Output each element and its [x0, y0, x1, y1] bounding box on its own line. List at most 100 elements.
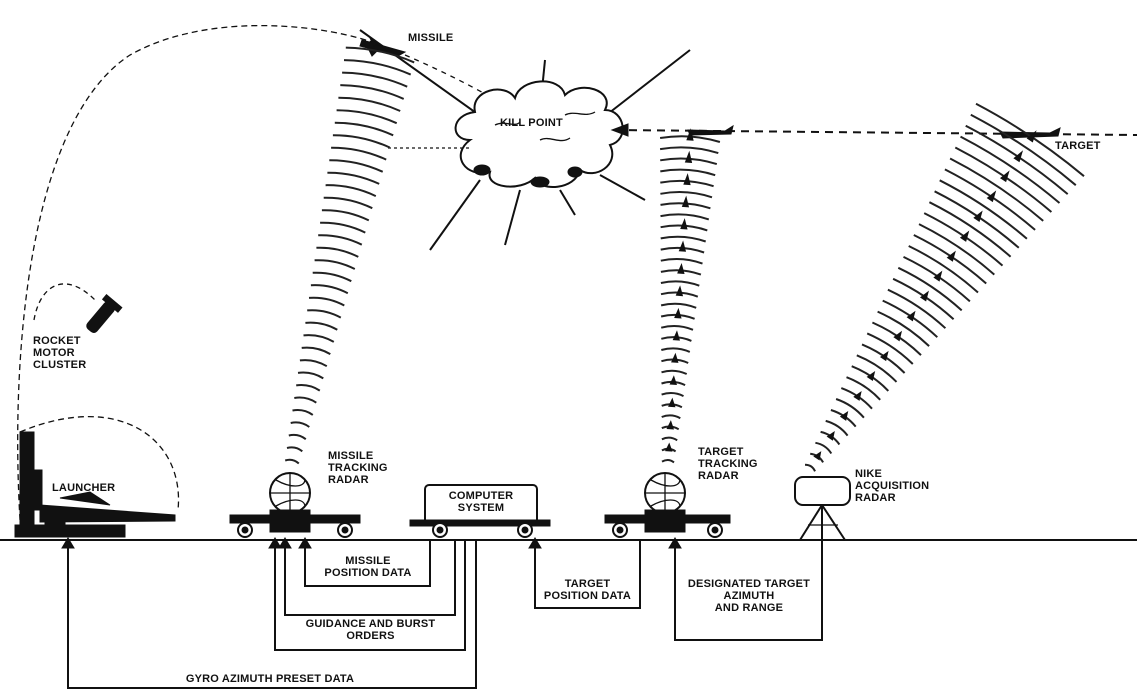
radar-wave-arc — [949, 157, 1044, 222]
radar-wave-arrow — [666, 420, 675, 430]
radar-wave-arrow — [839, 410, 849, 421]
target-path-arrowhead — [610, 123, 629, 137]
label-missile-tracking-radar: MISSILE TRACKING RADAR — [328, 450, 388, 486]
radar-wave-arc — [288, 433, 307, 441]
booster-trajectory — [33, 283, 96, 321]
radar-wave-arc — [318, 234, 363, 246]
radar-wave-arc — [804, 463, 816, 472]
radar-wave-arc — [340, 84, 405, 100]
radar-wave-arrow — [893, 330, 902, 342]
radar-wave-arc — [887, 288, 947, 329]
radar-wave-arrow — [674, 307, 682, 319]
radar-wave-arc — [332, 134, 391, 149]
radar-wave-arc — [660, 325, 694, 331]
label-kill-point: KILL POINT — [500, 117, 563, 129]
radar-wave-arc — [661, 347, 691, 353]
radar-wave-arrow — [681, 195, 690, 208]
radar-wave-arc — [660, 258, 703, 265]
data-line-guidance-burst — [278, 537, 456, 616]
radar-wave-arc — [284, 458, 300, 465]
label-missile: MISSILE — [408, 32, 454, 44]
label-computer-system: COMPUTER SYSTEM — [448, 490, 514, 514]
radar-wave-arc — [825, 419, 849, 437]
radar-wave-arc — [661, 392, 684, 398]
label-rocket-motor-cluster: ROCKET MOTOR CLUSTER — [33, 335, 87, 371]
acquisition-radar-beam — [804, 102, 1085, 472]
radar-wave-arrow — [946, 250, 956, 262]
radar-wave-arrow — [671, 352, 679, 363]
radar-wave-arc — [928, 201, 1012, 258]
radar-wave-arrow — [826, 431, 835, 441]
radar-wave-arc — [866, 332, 914, 365]
radar-wave-arc — [939, 179, 1028, 240]
radar-wave-arc — [960, 135, 1061, 204]
rocket-motor-cluster-icon — [86, 294, 123, 333]
radar-wave-arc — [294, 396, 317, 404]
radar-wave-arc — [308, 296, 345, 307]
radar-wave-arc — [325, 184, 377, 198]
radar-wave-arc — [336, 109, 398, 125]
radar-wave-arc — [329, 159, 384, 173]
radar-wave-arc — [660, 302, 697, 309]
intercept-aircraft-icon — [687, 124, 734, 136]
radar-wave-arrow — [919, 290, 929, 302]
radar-wave-arc — [338, 96, 401, 112]
label-nike-acquisition-radar: NIKE ACQUISITION RADAR — [855, 468, 930, 504]
data-line-gyro-azimuth — [61, 537, 477, 689]
radar-wave-arc — [661, 459, 675, 464]
data-line-target-position — [528, 537, 641, 609]
radar-wave-arrow — [668, 397, 676, 408]
data-line-designated-target — [668, 537, 823, 641]
radar-wave-arc — [292, 408, 314, 416]
radar-wave-arc — [856, 354, 898, 383]
radar-wave-arrow — [879, 350, 889, 362]
radar-wave-arc — [815, 441, 833, 455]
radar-wave-arc — [345, 46, 415, 64]
target-tracking-radar-icon — [604, 472, 731, 538]
label-target-tracking-radar: TARGET TRACKING RADAR — [698, 446, 758, 482]
radar-wave-arc — [970, 113, 1077, 186]
radar-wave-arc — [307, 309, 342, 319]
data-line-missile-radar-loop — [268, 537, 466, 651]
radar-wave-arc — [320, 221, 366, 234]
radar-wave-arc — [660, 280, 700, 287]
label-guidance-burst-orders: GUIDANCE AND BURST ORDERS — [305, 618, 436, 642]
radar-wave-arrow — [684, 150, 693, 163]
radar-wave-arc — [334, 121, 394, 137]
missile-trajectory — [17, 24, 381, 521]
computer-system-icon — [409, 484, 551, 538]
label-launcher: LAUNCHER — [52, 482, 116, 494]
radar-wave-arc — [301, 346, 331, 355]
radar-wave-arrow — [986, 190, 997, 203]
radar-wave-arrow — [866, 370, 876, 382]
radar-wave-arc — [918, 223, 995, 276]
label-target: TARGET — [1055, 140, 1101, 152]
radar-wave-arc — [303, 334, 335, 343]
radar-wave-arc — [659, 146, 719, 155]
radar-wave-arc — [296, 384, 321, 392]
label-missile-position-data: MISSILE POSITION DATA — [324, 555, 412, 579]
radar-wave-arrow — [813, 451, 822, 461]
radar-wave-arrow — [959, 230, 970, 242]
label-gyro-azimuth-preset-data: GYRO AZIMUTH PRESET DATA — [185, 673, 355, 685]
radar-wave-arrow — [1013, 150, 1024, 163]
radar-wave-arc — [835, 398, 865, 419]
radar-wave-arc — [660, 235, 707, 243]
label-target-position-data: TARGET POSITION DATA — [543, 578, 632, 602]
radar-wave-arrow — [853, 390, 862, 401]
radar-wave-arc — [660, 191, 713, 199]
radar-wave-arc — [331, 146, 387, 161]
radar-wave-arrow — [686, 128, 694, 141]
radar-wave-arc — [310, 284, 349, 295]
radar-wave-arc — [314, 259, 356, 270]
radar-wave-arc — [321, 209, 370, 222]
data-line-missile-position — [298, 537, 431, 587]
radar-wave-arc — [846, 376, 881, 401]
radar-wave-arc — [897, 266, 963, 312]
radar-wave-arc — [290, 421, 310, 428]
radar-wave-arc — [342, 71, 408, 88]
radar-wave-arrow — [675, 285, 684, 297]
radar-wave-arc — [661, 436, 678, 442]
radar-wave-arc — [660, 168, 716, 177]
